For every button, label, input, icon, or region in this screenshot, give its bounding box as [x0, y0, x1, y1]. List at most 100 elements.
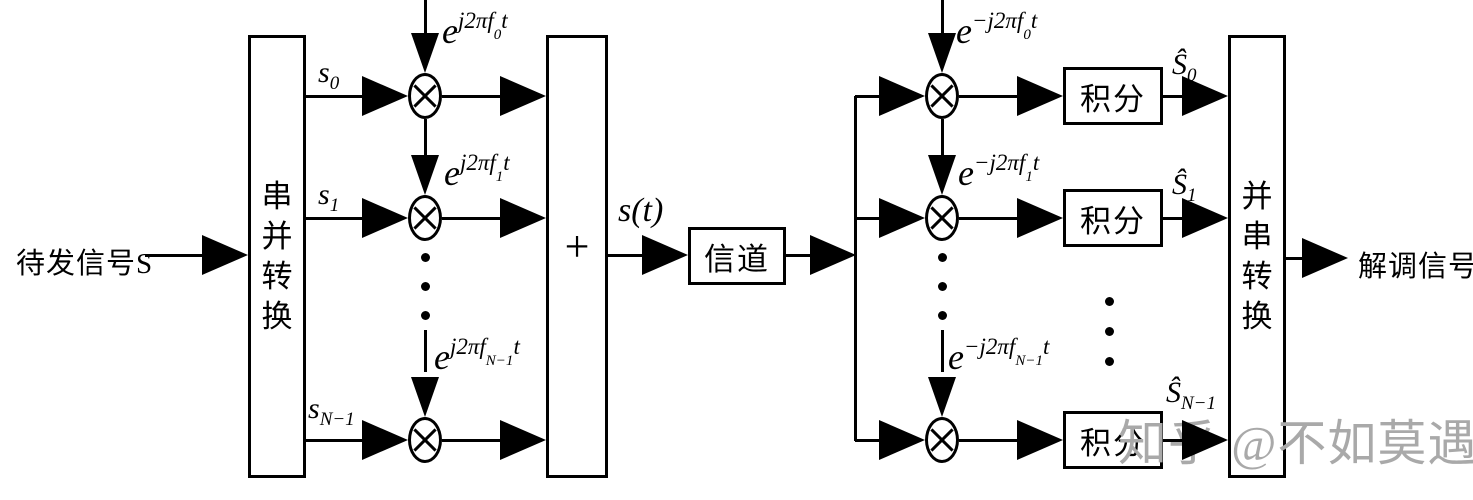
channel-label: 信道 [704, 241, 770, 277]
carrier-exp: j2πf [459, 150, 496, 175]
arrowhead-right-icon [1182, 198, 1228, 238]
carrier-line [424, 119, 427, 161]
multiplier-node [408, 417, 442, 463]
arrowhead-down-icon [411, 377, 439, 417]
ellipsis-dot [938, 282, 947, 291]
carrier-line [424, 330, 427, 372]
connector-line [855, 217, 891, 220]
connector-line [1163, 439, 1193, 442]
connector-line [855, 95, 891, 98]
arrowhead-right-icon [1302, 238, 1348, 278]
carrier-exp-sub: N−1 [1015, 352, 1043, 369]
carrier-exp-post: t [503, 150, 510, 175]
signal-label-sN1: sN−1 [308, 392, 355, 431]
carrier-exp: −j2πf [963, 334, 1016, 359]
ellipsis-dot [421, 311, 430, 320]
adder-box: + [546, 35, 608, 478]
integrator-label: 积分 [1080, 425, 1146, 461]
carrier-base: e [948, 337, 964, 377]
carrier-base: e [958, 153, 974, 193]
carrier-label-f0: ej2πf0t [442, 8, 508, 52]
signal-sub: 1 [329, 195, 340, 216]
input-signal-label: 待发信号S [16, 248, 154, 280]
integrator-label: 积分 [1080, 203, 1146, 239]
shat-base: Ŝ [1172, 168, 1187, 201]
output-label-S0: Ŝ0 [1172, 48, 1197, 87]
multiplier-node [925, 417, 959, 463]
carrier-line [941, 0, 944, 38]
connector-line [608, 254, 652, 257]
connector-line [442, 95, 504, 98]
arrowhead-right-icon [500, 76, 546, 116]
parallel-to-serial-box: 并串转换 [1228, 35, 1286, 478]
connector-line [306, 217, 376, 220]
integrator-box: 积分 [1063, 189, 1163, 247]
connector-line [306, 95, 376, 98]
shat-sub: 1 [1187, 185, 1197, 206]
arrowhead-right-icon [879, 76, 925, 116]
connector-line [1163, 95, 1193, 98]
ellipsis-dot [1105, 357, 1114, 366]
integrator-label: 积分 [1080, 81, 1146, 117]
integrator-box: 积分 [1063, 411, 1163, 469]
shat-sub: 0 [1187, 65, 1197, 86]
multiplier-node [408, 73, 442, 119]
carrier-label-fN1: ej2πfN−1t [434, 334, 520, 378]
arrowhead-right-icon [202, 235, 248, 275]
demod-signal-label: 解调信号 [1358, 251, 1473, 283]
connector-line [959, 95, 1021, 98]
connector-line [145, 254, 210, 257]
connector-line [442, 439, 504, 442]
carrier-base: e [434, 337, 450, 377]
connector-line [959, 439, 1021, 442]
arrowhead-right-icon [810, 235, 856, 275]
carrier-exp: j2πf [449, 334, 486, 359]
connector-line [1286, 257, 1310, 260]
connector-line [786, 254, 820, 257]
carrier-label-f1: ej2πf1t [444, 150, 510, 194]
carrier-exp-sub: N−1 [485, 352, 514, 369]
signal-sub: N−1 [319, 409, 355, 430]
ellipsis-dot [938, 253, 947, 262]
carrier-base: e [442, 11, 458, 51]
connector-line [1163, 217, 1193, 220]
rx-carrier-label-fN1: e−j2πfN−1t [948, 334, 1049, 378]
arrowhead-right-icon [362, 76, 408, 116]
output-label-S1: Ŝ1 [1172, 168, 1197, 207]
ellipsis-dot [938, 311, 947, 320]
carrier-exp-post: t [1030, 8, 1038, 33]
rx-carrier-label-f1: e−j2πf1t [958, 150, 1039, 194]
carrier-exp: −j2πf [973, 150, 1026, 175]
signal-base: s [318, 56, 330, 89]
rx-carrier-label-f0: e−j2πf0t [956, 8, 1038, 52]
serial-to-parallel-label: 串并转换 [261, 178, 293, 334]
connector-line [442, 217, 504, 220]
shat-base: Ŝ [1172, 48, 1187, 81]
arrowhead-right-icon [1017, 198, 1063, 238]
watermark: 知乎 @不如莫遇 [1118, 416, 1473, 471]
output-label-SN1: ŜN−1 [1166, 376, 1216, 415]
ellipsis-dot [1105, 297, 1114, 306]
signal-label-s1: s1 [318, 178, 339, 217]
signal-base: s [318, 178, 330, 211]
carrier-exp-sub: 0 [1023, 26, 1031, 43]
signal-base: s [308, 392, 320, 425]
arrowhead-down-icon [928, 155, 956, 195]
carrier-line [941, 330, 944, 372]
serial-to-parallel-box: 串并转换 [248, 35, 306, 478]
arrowhead-down-icon [928, 33, 956, 73]
arrowhead-right-icon [879, 420, 925, 460]
shat-sub: N−1 [1181, 393, 1216, 414]
multiplier-node [925, 73, 959, 119]
connector-line [959, 217, 1021, 220]
connector-line [855, 439, 891, 442]
arrowhead-right-icon [642, 235, 688, 275]
arrowhead-down-icon [411, 155, 439, 195]
carrier-exp-sub: 1 [1025, 168, 1033, 185]
carrier-line [424, 0, 427, 38]
signal-label-s0: s0 [318, 56, 339, 95]
arrowhead-down-icon [411, 33, 439, 73]
arrowhead-right-icon [1182, 76, 1228, 116]
channel-box: 信道 [688, 227, 786, 285]
